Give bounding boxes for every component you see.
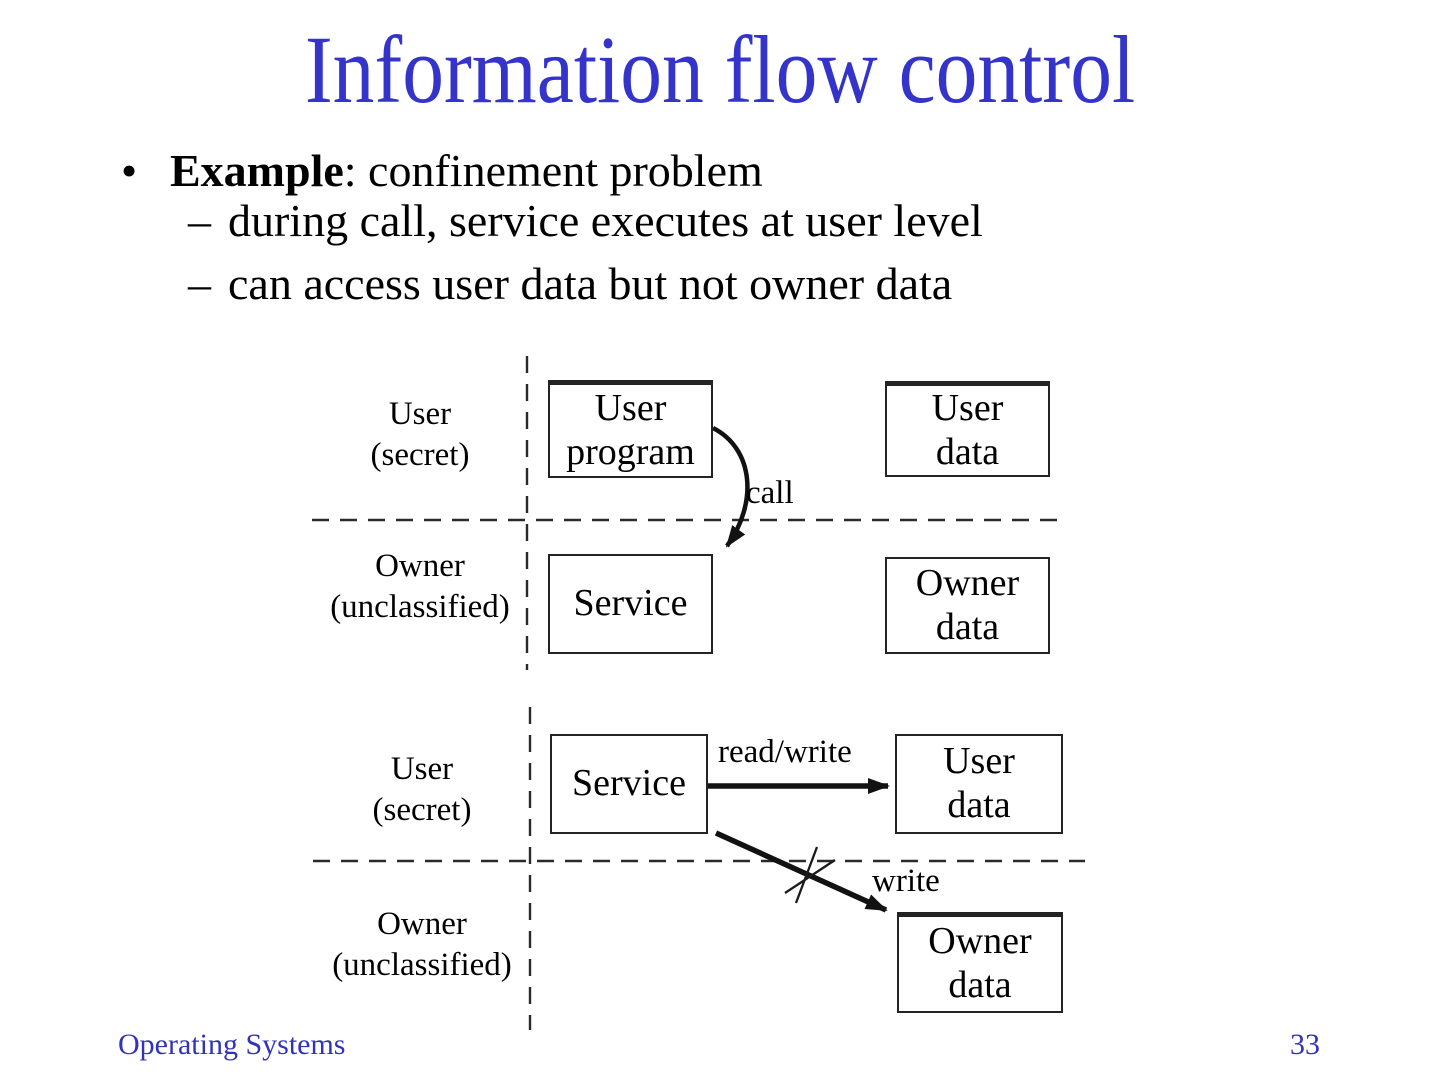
box-label-line: Service xyxy=(572,762,686,805)
row-label-line: (unclassified) xyxy=(332,947,512,984)
sub-bullet-2-text: can access user data but not owner data xyxy=(228,258,953,309)
row-label-line: User xyxy=(390,751,454,787)
box-user-data-bottom: User data xyxy=(895,734,1063,834)
page-title: Information flow control xyxy=(304,16,1136,123)
bullet-example-rest: : confinement problem xyxy=(343,145,763,196)
write-arrow-cross-stroke-1 xyxy=(794,846,819,904)
row-label-line: User xyxy=(388,396,452,432)
box-label-line: Service xyxy=(573,582,688,625)
row-label-line: (secret) xyxy=(372,792,472,829)
write-arrow xyxy=(714,830,888,913)
box-label-line: User xyxy=(943,740,1015,783)
box-service-bottom: Service xyxy=(550,734,708,834)
box-label-line: User xyxy=(931,386,1004,429)
write-arrow-cross-stroke-2 xyxy=(784,859,836,894)
row-label-line: (secret) xyxy=(370,437,470,474)
row-label-user-secret: User (secret) xyxy=(322,749,522,832)
row-label-owner-unclassified: Owner (unclassified) xyxy=(295,546,545,629)
box-label-line: program xyxy=(566,430,695,473)
bullet-example-bold: Example xyxy=(170,145,344,196)
footer-page-number: 33 xyxy=(1290,1028,1320,1061)
box-label-line: Owner xyxy=(928,920,1032,963)
call-arrow xyxy=(711,425,750,548)
box-label-line: data xyxy=(935,605,1000,648)
row-label-line: Owner xyxy=(377,906,467,942)
row-label-user-secret: User (secret) xyxy=(320,394,520,477)
box-label-line: data xyxy=(948,964,1012,1006)
sub-bullet-2: –can access user data but not owner data xyxy=(188,258,952,311)
row-label-owner-unclassified: Owner (unclassified) xyxy=(297,904,547,987)
box-user-data-top: User data xyxy=(885,381,1050,477)
sub-bullet-1-text: during call, service executes at user le… xyxy=(228,195,983,246)
sub-bullet-dash: – xyxy=(188,258,211,309)
box-label-line: Owner xyxy=(915,561,1020,604)
row-label-line: Owner xyxy=(375,548,465,584)
sub-bullet-dash: – xyxy=(188,195,211,246)
box-owner-data-bottom: Owner data xyxy=(897,912,1063,1013)
write-arrow-label: write xyxy=(872,863,940,899)
readwrite-arrow-label: read/write xyxy=(718,734,852,770)
bullet-example: • Example: confinement problem xyxy=(121,145,763,198)
box-label-line: User xyxy=(594,386,667,429)
footer-course-name: Operating Systems xyxy=(118,1028,346,1061)
box-service-top: Service xyxy=(548,554,713,654)
box-user-program: User program xyxy=(548,380,713,478)
box-label-line: data xyxy=(947,784,1011,826)
box-label-line: data xyxy=(935,430,1000,473)
sub-bullet-1: –during call, service executes at user l… xyxy=(188,195,983,248)
call-arrow-label: call xyxy=(746,475,794,511)
box-owner-data-top: Owner data xyxy=(885,557,1050,654)
row-label-line: (unclassified) xyxy=(330,589,510,626)
bullet-dot: • xyxy=(121,145,138,196)
